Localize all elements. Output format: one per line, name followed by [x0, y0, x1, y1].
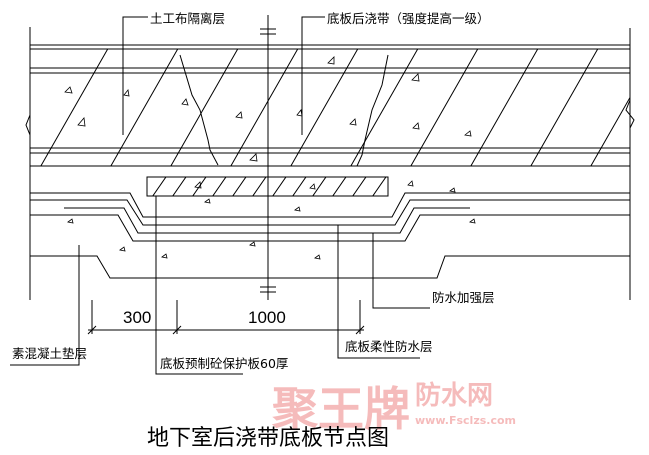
aggregate-marks — [64, 56, 476, 260]
label-waterproof-reinforce: 防水加强层 — [432, 290, 495, 305]
watermark-brand: 聚王牌 — [271, 382, 410, 436]
dimension-line — [87, 300, 365, 335]
leader-flexible — [337, 225, 420, 359]
leader-precast — [155, 196, 243, 375]
leader-reinforce — [372, 233, 430, 309]
label-flexible-waterproof: 底板柔性防水层 — [345, 339, 433, 354]
watermark-site: 防水网 — [415, 381, 493, 411]
watermark: 聚王牌 防水网 www.Fsclzs.com — [271, 381, 516, 436]
watermark-url: www.Fsclzs.com — [415, 414, 516, 427]
label-post-pour-strip: 底板后浇带（强度提高一级） — [327, 11, 490, 26]
leader-post-pour — [301, 16, 325, 135]
right-joint — [356, 54, 389, 167]
board-hatch — [152, 177, 387, 196]
left-joint — [179, 54, 219, 166]
dimension-1000: 1000 — [248, 308, 286, 327]
slab-lines — [30, 44, 630, 167]
label-plain-concrete-cushion: 素混凝土垫层 — [12, 346, 87, 361]
dimension-300: 300 — [123, 308, 151, 327]
cushion-bottom — [30, 255, 630, 279]
diagram-title: 地下室后浇带底板节点图 — [147, 426, 389, 451]
waterproof-layers — [30, 192, 630, 279]
label-geotextile: 土工布隔离层 — [150, 11, 225, 26]
left-break — [25, 114, 31, 136]
leader-cushion — [10, 245, 80, 366]
slab-hatch — [40, 49, 630, 166]
right-break — [625, 99, 635, 129]
leader-geotextile — [122, 16, 148, 135]
label-precast-board: 底板预制砼保护板60厚 — [160, 356, 288, 371]
